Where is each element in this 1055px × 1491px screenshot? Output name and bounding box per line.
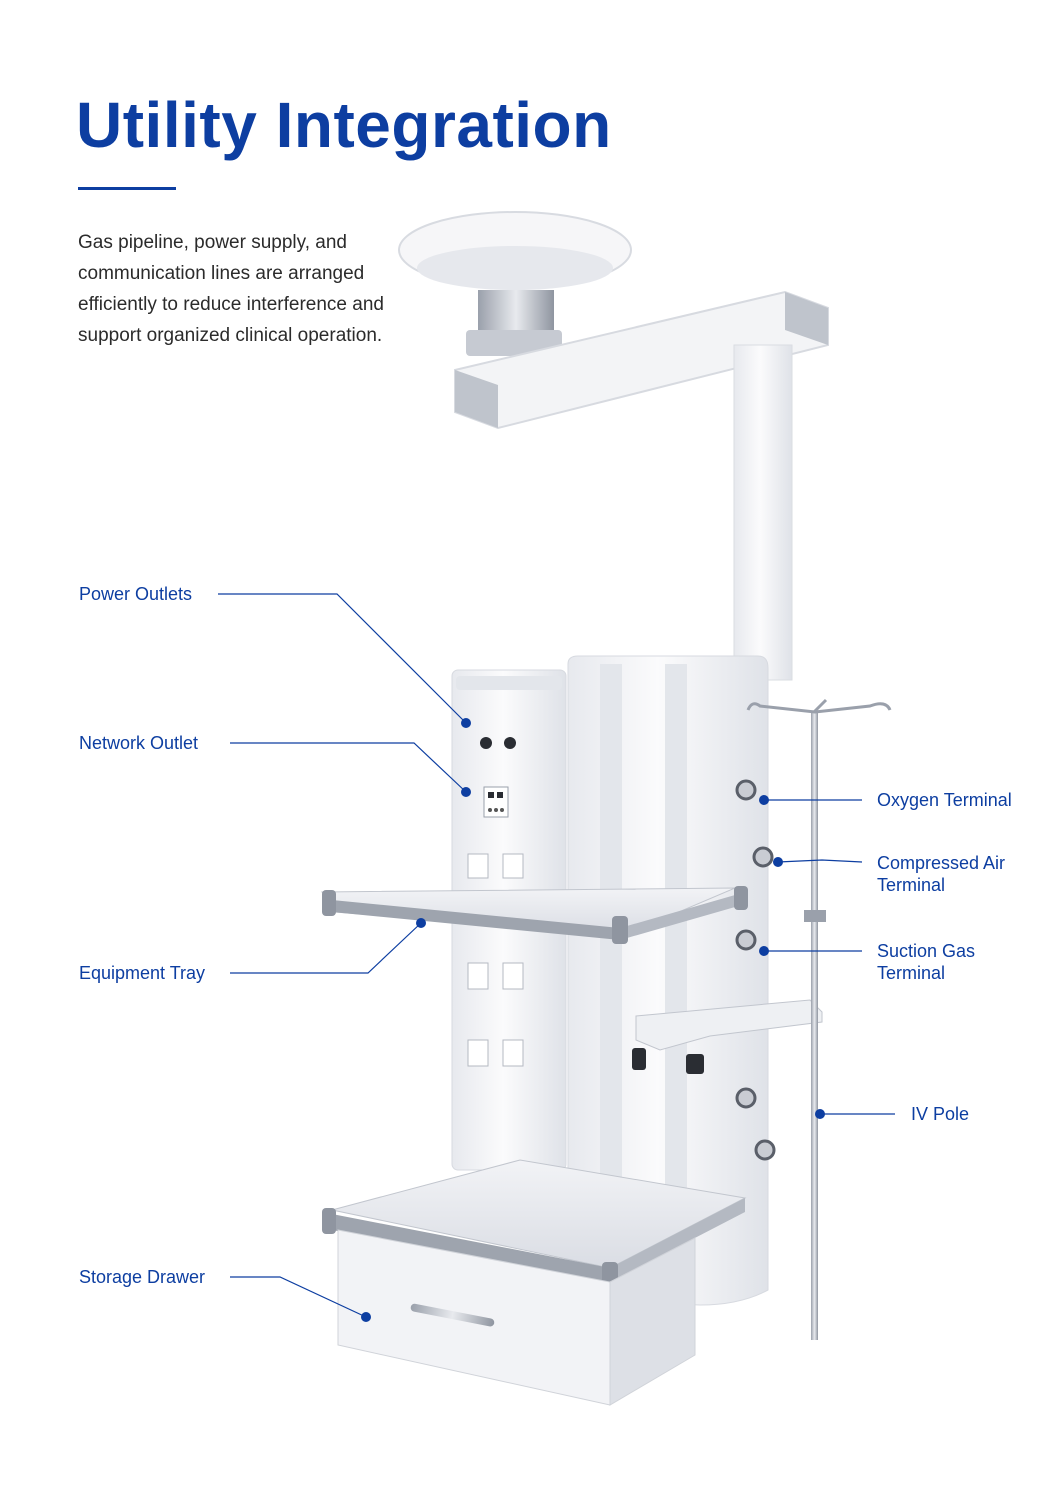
page-title: Utility Integration: [76, 89, 612, 161]
gas-terminals: [735, 779, 776, 1161]
label-storage-drawer: Storage Drawer: [79, 1267, 206, 1287]
iv-pole: [746, 698, 892, 1340]
label-iv-pole: IV Pole: [911, 1104, 970, 1124]
dot-oxygen-terminal: [759, 795, 769, 805]
dot-suction-gas: [759, 946, 769, 956]
dot-compressed-air: [773, 857, 783, 867]
label-power-outlets: Power Outlets: [79, 584, 193, 604]
power-outlet-knobs: [480, 737, 516, 749]
label-compressed-air: Compressed Air Terminal: [877, 852, 1005, 896]
dot-iv-pole: [815, 1109, 825, 1119]
wall-sockets: [467, 853, 524, 1067]
callout-leaders: [218, 593, 895, 1318]
vertical-column: [733, 344, 793, 681]
label-network-outlet: Network Outlet: [79, 733, 199, 753]
label-compressed-air-line2: Terminal: [877, 875, 946, 895]
equipment-tray: [321, 886, 748, 944]
description-text: Gas pipeline, power supply, and communic…: [78, 232, 384, 346]
pendant-main-body: [567, 655, 769, 1306]
title-underline: [78, 187, 176, 190]
storage-shelf: [322, 1159, 747, 1290]
label-suction-gas-line1: Suction Gas: [877, 941, 976, 961]
dot-power-outlets: [461, 718, 471, 728]
label-oxygen-terminal: Oxygen Terminal: [877, 790, 1012, 810]
dot-storage-drawer: [361, 1312, 371, 1322]
dot-network-outlet: [461, 787, 471, 797]
storage-drawer: [337, 1229, 696, 1406]
callout-dots: [361, 718, 825, 1322]
ceiling-mount: [398, 211, 632, 356]
label-equipment-tray: Equipment Tray: [79, 963, 206, 983]
support-arm: [454, 290, 829, 430]
dot-equipment-tray: [416, 918, 426, 928]
label-compressed-air-line1: Compressed Air: [877, 853, 1006, 873]
label-suction-gas-line2: Terminal: [877, 963, 946, 983]
swivel-arm: [632, 999, 823, 1074]
network-module: [483, 786, 509, 818]
label-suction-gas: Suction Gas Terminal: [877, 940, 975, 984]
